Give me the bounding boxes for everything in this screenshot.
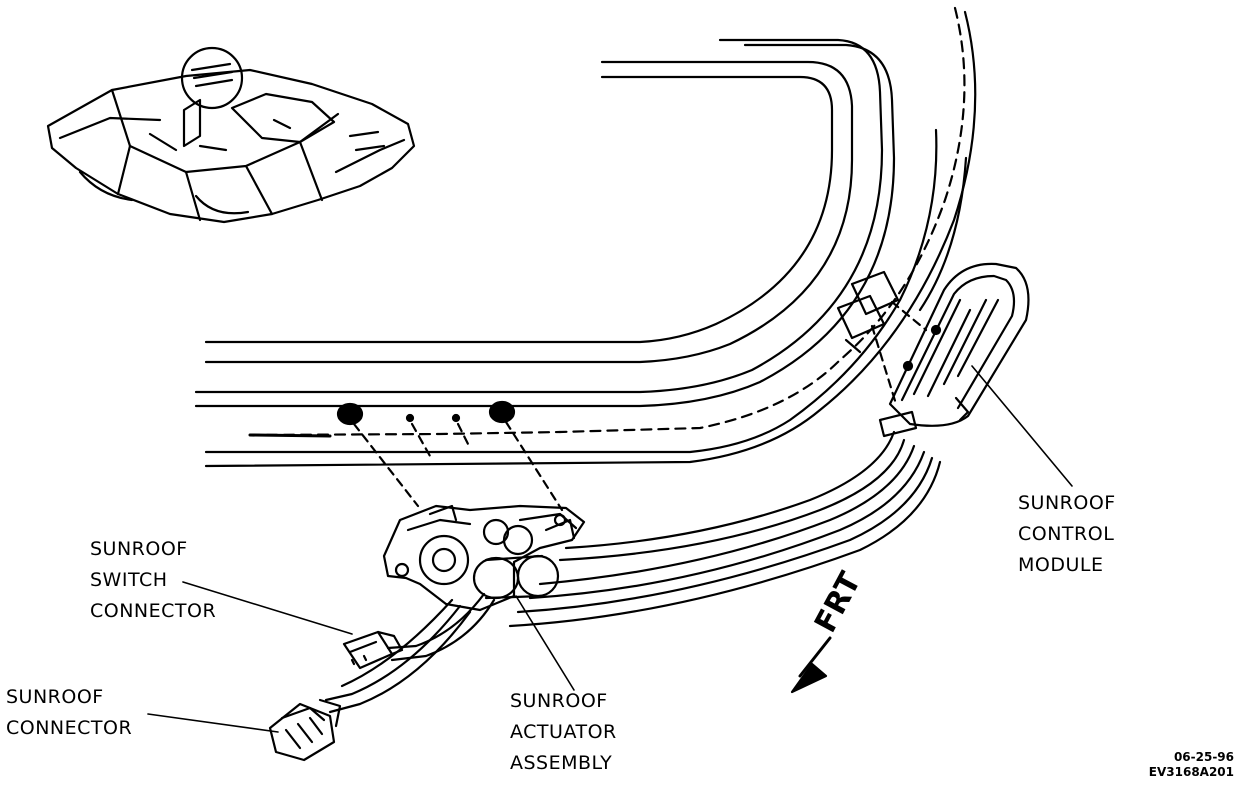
leader-actuator bbox=[515, 595, 575, 691]
vehicle-locator bbox=[46, 46, 416, 224]
actuator-shape bbox=[382, 504, 586, 612]
roof-fasteners bbox=[336, 400, 564, 512]
leader-lines bbox=[147, 365, 1073, 733]
illustration-number: EV3168A201 bbox=[1148, 765, 1234, 779]
label-sunroof-connector: SUNROOF CONNECTOR bbox=[6, 686, 133, 739]
label-sunroof-actuator-assembly: SUNROOF ACTUATOR ASSEMBLY bbox=[510, 690, 617, 774]
label-sunroof-control-module: SUNROOF CONTROL MODULE bbox=[1018, 492, 1116, 576]
leader-sunroof-connector bbox=[147, 713, 279, 733]
sunroof-connector-shape bbox=[268, 698, 342, 762]
leader-switch-connector bbox=[182, 581, 353, 635]
leader-control-module bbox=[971, 365, 1073, 487]
roof-opening-outline bbox=[194, 6, 977, 468]
illustration-date: 06-25-96 bbox=[1173, 750, 1234, 764]
switch-connector-shape bbox=[342, 630, 404, 670]
mid-harness-connector bbox=[836, 270, 928, 406]
illustration-code: 06-25-96 EV3168A201 bbox=[1149, 750, 1234, 780]
control-module-shape bbox=[878, 262, 1030, 438]
front-direction-arrow bbox=[790, 636, 832, 694]
label-sunroof-switch-connector: SUNROOF SWITCH CONNECTOR bbox=[90, 538, 217, 622]
